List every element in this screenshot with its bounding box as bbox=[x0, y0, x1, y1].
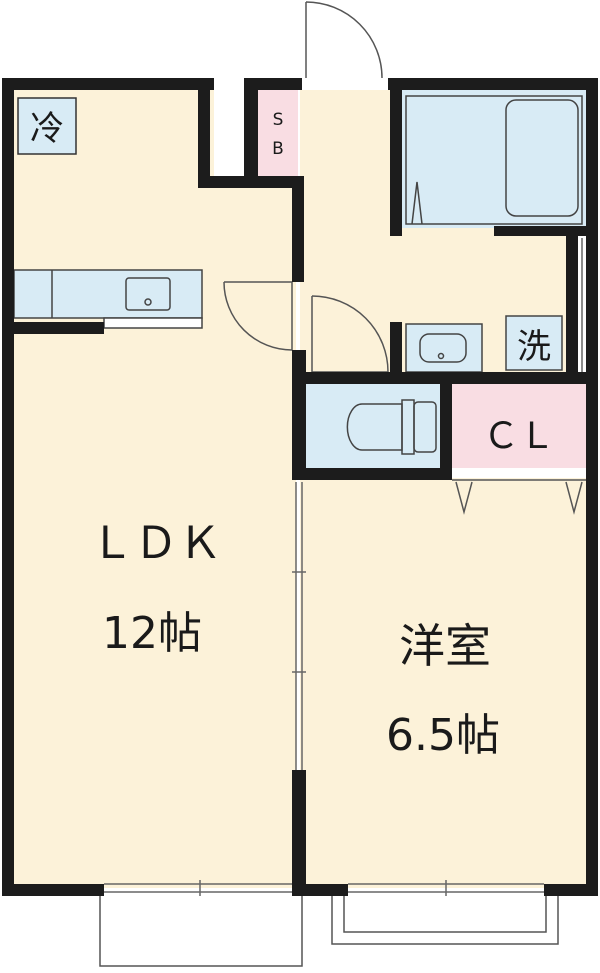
ldk-balcony bbox=[99, 892, 303, 967]
western-balcony-outer bbox=[331, 892, 559, 945]
upper-closet-floor bbox=[214, 90, 244, 178]
western-window bbox=[348, 880, 544, 896]
kitchen-counter bbox=[13, 269, 203, 329]
sink-icon bbox=[125, 277, 171, 311]
sliding-partition bbox=[292, 482, 306, 770]
ldk-room-name: ＬＤＫ bbox=[90, 518, 222, 569]
wall-top-right bbox=[388, 78, 598, 90]
wall-top-mid bbox=[244, 78, 302, 90]
ldk-door bbox=[223, 281, 293, 351]
closet-floor bbox=[452, 384, 586, 468]
wall-bottom-left bbox=[2, 884, 104, 896]
shoe-box-label-top: S bbox=[273, 110, 284, 130]
washer-icon bbox=[505, 315, 563, 371]
toilet-floor bbox=[306, 384, 440, 468]
bathtub-icon bbox=[405, 95, 583, 225]
wall-right bbox=[586, 78, 598, 896]
fridge-icon bbox=[17, 97, 77, 155]
wall-bottom-mid bbox=[294, 884, 348, 896]
ldk-floor bbox=[14, 90, 296, 888]
western-room-name: 洋室 bbox=[399, 619, 491, 673]
toilet-icon bbox=[346, 399, 437, 455]
closet-doors bbox=[452, 479, 586, 515]
windows bbox=[104, 238, 583, 896]
shoe-box bbox=[258, 90, 298, 176]
wall-left bbox=[2, 78, 14, 896]
closet-label: ＣＬ bbox=[483, 416, 555, 457]
walls bbox=[2, 78, 598, 896]
ldk-window bbox=[104, 880, 294, 896]
wall-top-left bbox=[2, 78, 214, 90]
wall-bottom-right bbox=[544, 884, 598, 896]
entrance-door bbox=[305, 1, 383, 79]
shoe-box-label-bottom: B bbox=[272, 139, 284, 159]
western-room-size: 6.5帖 bbox=[386, 710, 500, 761]
fridge-label: 冷 bbox=[30, 109, 64, 149]
western-balcony-inner bbox=[343, 892, 547, 933]
ldk-room-size: 12帖 bbox=[102, 608, 202, 659]
western-floor bbox=[300, 478, 586, 888]
balconies bbox=[99, 892, 559, 967]
washbasin-icon bbox=[405, 323, 483, 373]
washer-label: 洗 bbox=[517, 327, 551, 367]
